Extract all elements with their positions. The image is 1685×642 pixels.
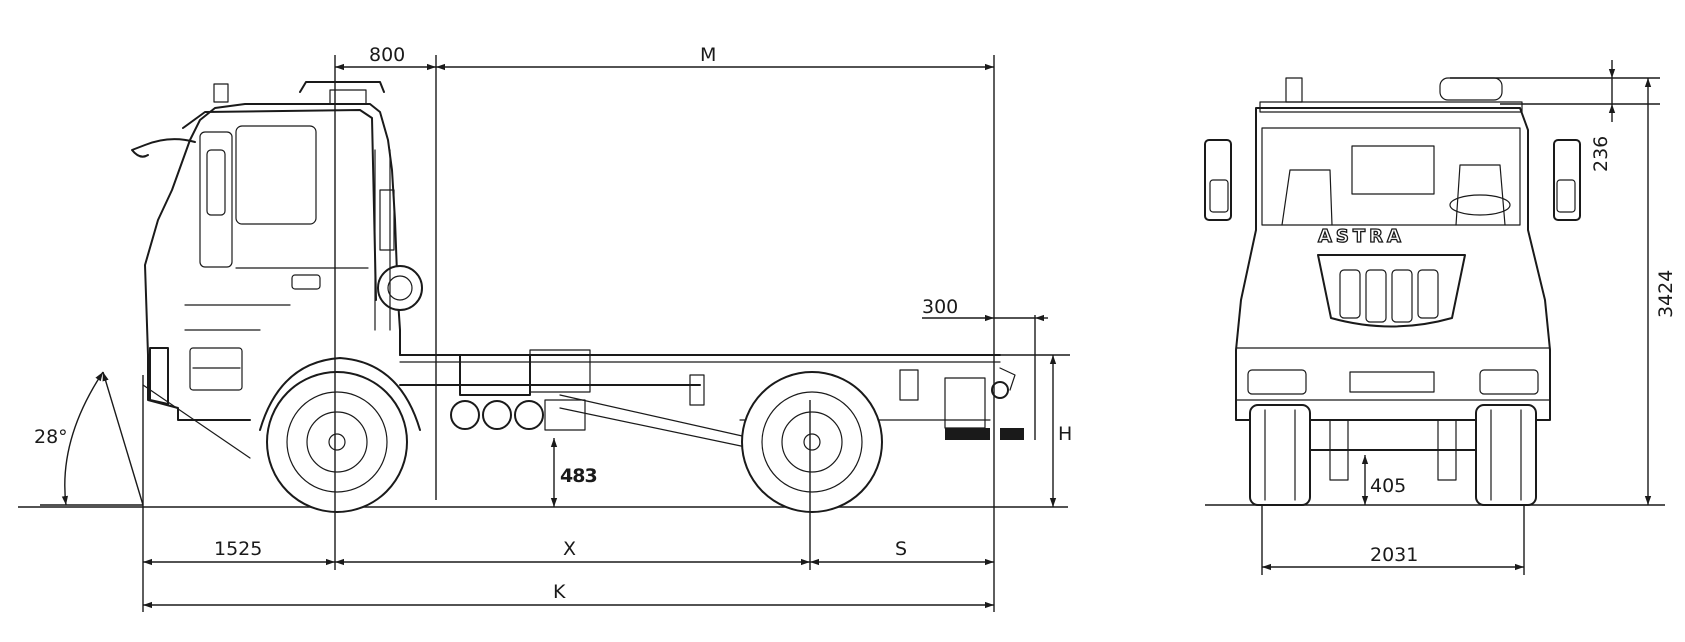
dim-label-405: 405 bbox=[1370, 475, 1406, 497]
dim-label-483: 483 bbox=[560, 465, 597, 487]
rear-wheel-side bbox=[741, 371, 883, 513]
front-left-tyre bbox=[1249, 404, 1311, 506]
cab-side bbox=[131, 81, 423, 421]
side-view: 28° 800 M 300 H 483 1525 X bbox=[18, 44, 1072, 612]
dim-label-x: X bbox=[563, 538, 576, 560]
mid-components bbox=[259, 349, 1024, 440]
dim-label-300: 300 bbox=[922, 296, 958, 318]
dim-label-s: S bbox=[895, 538, 907, 560]
approach-angle-marker bbox=[40, 371, 251, 506]
approach-angle-label: 28° bbox=[34, 426, 68, 448]
dim-label-h: H bbox=[1058, 423, 1072, 445]
front-right-tyre bbox=[1475, 404, 1537, 506]
dim-label-m: M bbox=[700, 44, 716, 66]
dim-label-3424: 3424 bbox=[1655, 270, 1677, 318]
front-wheel-side bbox=[266, 371, 408, 513]
front-grille bbox=[1317, 254, 1466, 328]
dim-label-2031: 2031 bbox=[1370, 544, 1418, 566]
dim-label-k: K bbox=[553, 581, 566, 603]
front-view: ASTRA 236 3424 bbox=[1204, 60, 1677, 575]
dim-label-800: 800 bbox=[369, 44, 405, 66]
dim-label-1525: 1525 bbox=[214, 538, 262, 560]
brand-label: ASTRA bbox=[1318, 226, 1405, 247]
side-extension-lines bbox=[142, 55, 1070, 612]
cab-front bbox=[1235, 107, 1551, 421]
dim-label-236: 236 bbox=[1590, 136, 1612, 172]
